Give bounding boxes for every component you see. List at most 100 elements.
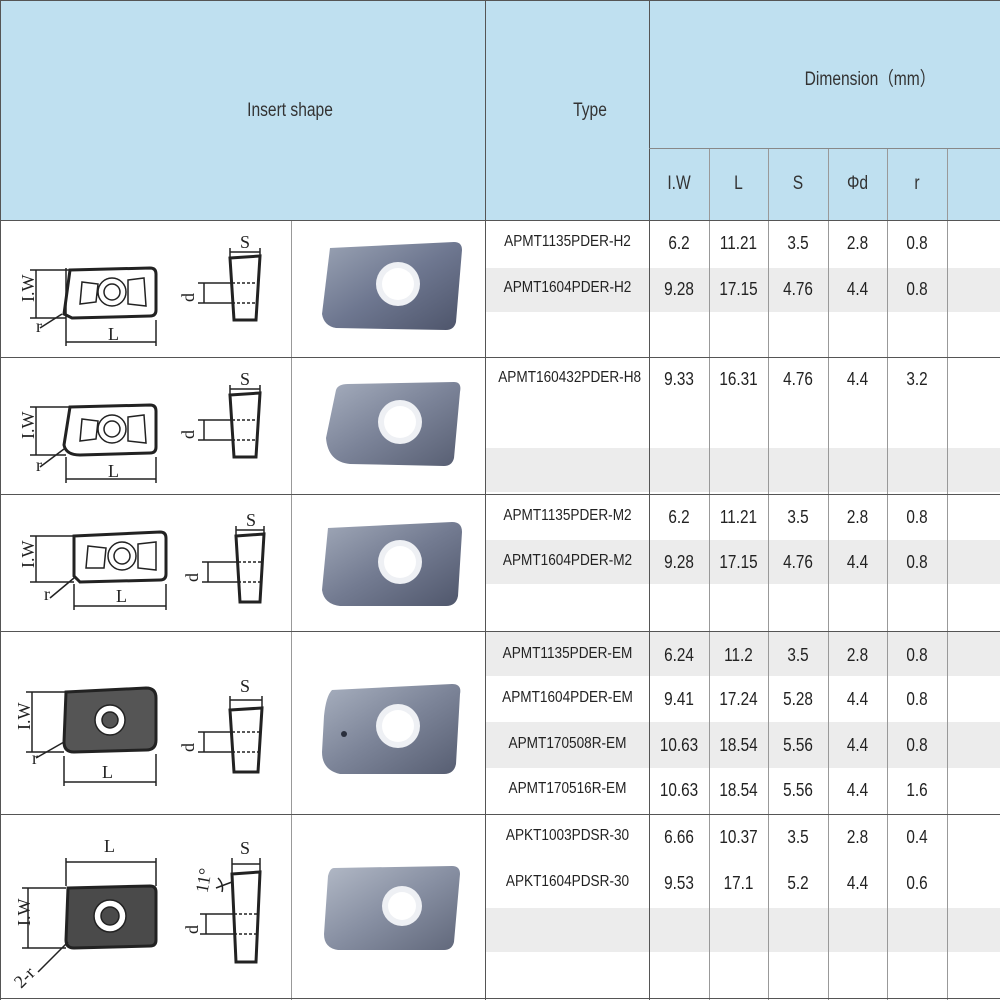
label-2r: 2-r [10, 963, 39, 992]
label-l: L [102, 762, 113, 782]
header-col-phid: Φd [846, 173, 869, 194]
label-iw: I.W [14, 899, 34, 926]
cell-iw: 9.41 [664, 689, 694, 709]
label-iw: I.W [14, 703, 34, 730]
insert-drawing-h2: I.W L r S d [18, 232, 262, 346]
cell-s: 5.56 [783, 735, 813, 755]
cell-l: 18.54 [719, 735, 758, 755]
cell-type: APMT1604PDER-M2 [502, 552, 633, 569]
cell-l: 11.21 [719, 233, 758, 253]
cell-iw: 6.2 [668, 233, 690, 253]
cell-iw: 9.33 [664, 369, 694, 389]
cell-type: APMT1604PDER-H2 [503, 279, 632, 296]
cell-r: 0.4 [906, 827, 928, 847]
insert-photo-apkt [324, 866, 460, 950]
insert-photo-h8 [326, 382, 461, 466]
cell-r: 1.6 [906, 780, 928, 800]
cell-d: 2.8 [846, 507, 869, 527]
label-iw: I.W [18, 412, 38, 439]
cell-l: 17.15 [719, 279, 758, 299]
label-l: L [104, 836, 115, 856]
cell-l: 18.54 [719, 780, 758, 800]
cell-type: APMT170508R-EM [508, 735, 627, 752]
label-angle: 11° [192, 867, 216, 895]
cell-r: 0.8 [906, 279, 928, 299]
label-s: S [246, 510, 256, 530]
insert-drawing-m2: I.W L r S d [18, 510, 266, 610]
header-col-iw: I.W [667, 173, 691, 194]
cell-r: 0.8 [906, 735, 928, 755]
cell-r: 0.8 [906, 552, 928, 572]
insert-photo-h2 [322, 242, 462, 330]
cell-d: 4.4 [846, 279, 869, 299]
label-d: d [178, 743, 198, 752]
cell-s: 4.76 [783, 369, 813, 389]
insert-photo-m2 [322, 522, 462, 606]
label-s: S [240, 838, 250, 858]
label-l: L [116, 586, 127, 606]
cell-d: 2.8 [846, 645, 869, 665]
header-insert-shape-cell [0, 0, 485, 220]
label-d: d [182, 573, 202, 582]
cell-type: APMT170516R-EM [508, 780, 627, 797]
cell-r: 3.2 [906, 369, 928, 389]
cell-l: 17.1 [723, 873, 754, 893]
cell-r: 0.8 [906, 507, 928, 527]
label-s: S [240, 232, 250, 252]
label-l: L [108, 324, 119, 344]
cell-s: 4.76 [783, 552, 813, 572]
label-r: r [32, 748, 38, 768]
insert-drawing-em: I.W L r S d [14, 676, 264, 786]
cell-d: 4.4 [846, 873, 869, 893]
header-type: Type [573, 100, 607, 121]
cell-s: 3.5 [787, 233, 809, 253]
cell-r: 0.8 [906, 689, 928, 709]
cell-iw: 9.53 [664, 873, 694, 893]
header-col-s: S [792, 173, 804, 194]
row-stripe [486, 540, 1000, 584]
cell-type: APKT1604PDSR-30 [505, 873, 630, 890]
row-stripe [486, 268, 1000, 312]
cell-iw: 6.24 [664, 645, 694, 665]
row-stripe [486, 722, 1000, 768]
insert-drawing-apkt: L I.W 2-r S 11° d [10, 836, 262, 992]
cell-type: APMT1135PDER-H2 [504, 233, 631, 250]
cell-d: 2.8 [846, 233, 869, 253]
cell-type: APMT1604PDER-EM [502, 689, 633, 706]
label-l: L [108, 461, 119, 481]
row-stripe [486, 448, 1000, 492]
row-stripe [486, 908, 1000, 952]
cell-l: 10.37 [719, 827, 758, 847]
label-s: S [240, 676, 250, 696]
cell-d: 4.4 [846, 689, 869, 709]
header-insert-shape: Insert shape [247, 100, 333, 121]
cell-s: 5.28 [783, 689, 813, 709]
label-s: S [240, 369, 250, 389]
cell-type: APMT1135PDER-EM [502, 645, 633, 662]
cell-s: 3.5 [787, 507, 809, 527]
header-dimension: Dimension（mm） [804, 69, 936, 90]
cell-s: 5.2 [787, 873, 809, 893]
cell-iw: 9.28 [664, 552, 694, 572]
header-col-l: L [734, 173, 743, 194]
cell-d: 4.4 [846, 780, 869, 800]
cell-r: 0.8 [906, 233, 928, 253]
cell-d: 2.8 [846, 827, 869, 847]
cell-l: 16.31 [719, 369, 758, 389]
label-d: d [182, 925, 202, 934]
label-d: d [178, 430, 198, 439]
header-col-r: r [914, 173, 920, 194]
header-type-cell [485, 0, 649, 220]
cell-type: APKT1003PDSR-30 [505, 827, 630, 844]
cell-l: 17.24 [719, 689, 758, 709]
row-stripe [486, 632, 1000, 676]
cell-type: APMT1135PDER-M2 [503, 507, 632, 524]
cell-iw: 10.63 [659, 735, 699, 755]
cell-s: 5.56 [783, 780, 813, 800]
cell-s: 3.5 [787, 827, 809, 847]
cell-d: 4.4 [846, 369, 869, 389]
cell-r: 0.6 [906, 873, 928, 893]
insert-photo-em [322, 684, 461, 774]
cell-l: 11.2 [724, 645, 753, 665]
